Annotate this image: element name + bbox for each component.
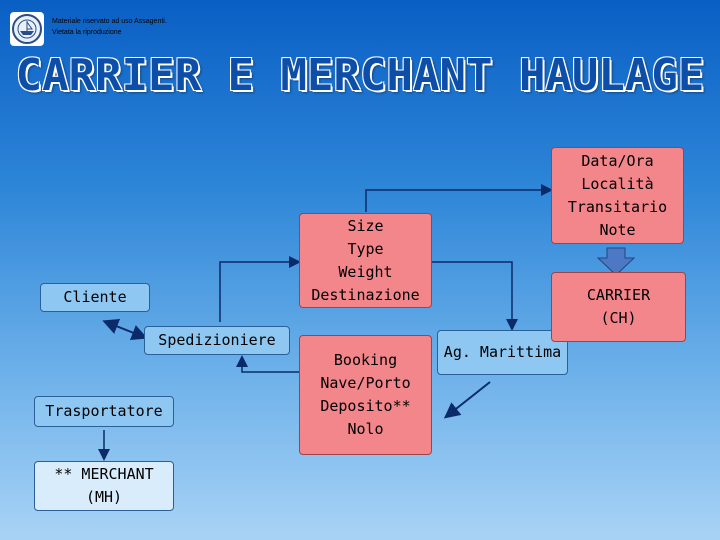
- shipment-to-carrier-info-arrow: [365, 184, 553, 212]
- shipment-to-agente-arrow: [432, 261, 518, 331]
- shipment-info-box: Size Type Weight Destinazione: [299, 213, 432, 308]
- agente-marittima-box: Ag. Marittima: [437, 330, 568, 375]
- carrier-info-box: Data/Ora Località Transitario Note: [551, 147, 684, 244]
- cliente-box: Cliente: [40, 283, 150, 312]
- carrier-haulage-box: CARRIER (CH): [551, 272, 686, 342]
- copyright-notice: Materiale riservato ad uso Assagenti. Vi…: [52, 16, 167, 38]
- spedizioniere-box: Spedizioniere: [144, 326, 290, 355]
- notice-line-2: Vietata la riproduzione: [52, 29, 122, 36]
- company-logo: [10, 12, 44, 46]
- notice-line-1: Materiale riservato ad uso Assagenti.: [52, 18, 167, 25]
- merchant-haulage-box: ** MERCHANT (MH): [34, 461, 174, 511]
- booking-to-spedizioniere-arrow: [236, 355, 299, 373]
- slide-title: CARRIER E MERCHANT HAULAGE: [15, 50, 705, 101]
- cliente-spedizioniere-arrow: [102, 318, 148, 341]
- logo-emblem-icon: [12, 14, 42, 44]
- carrier-info-to-carrier-block-arrow: [596, 247, 636, 276]
- trasportatore-box: Trasportatore: [34, 396, 174, 427]
- booking-info-box: Booking Nave/Porto Deposito** Nolo: [299, 335, 432, 455]
- agente-to-booking-arrow: [443, 381, 491, 419]
- spedizioniere-to-shipment-arrow: [219, 256, 301, 322]
